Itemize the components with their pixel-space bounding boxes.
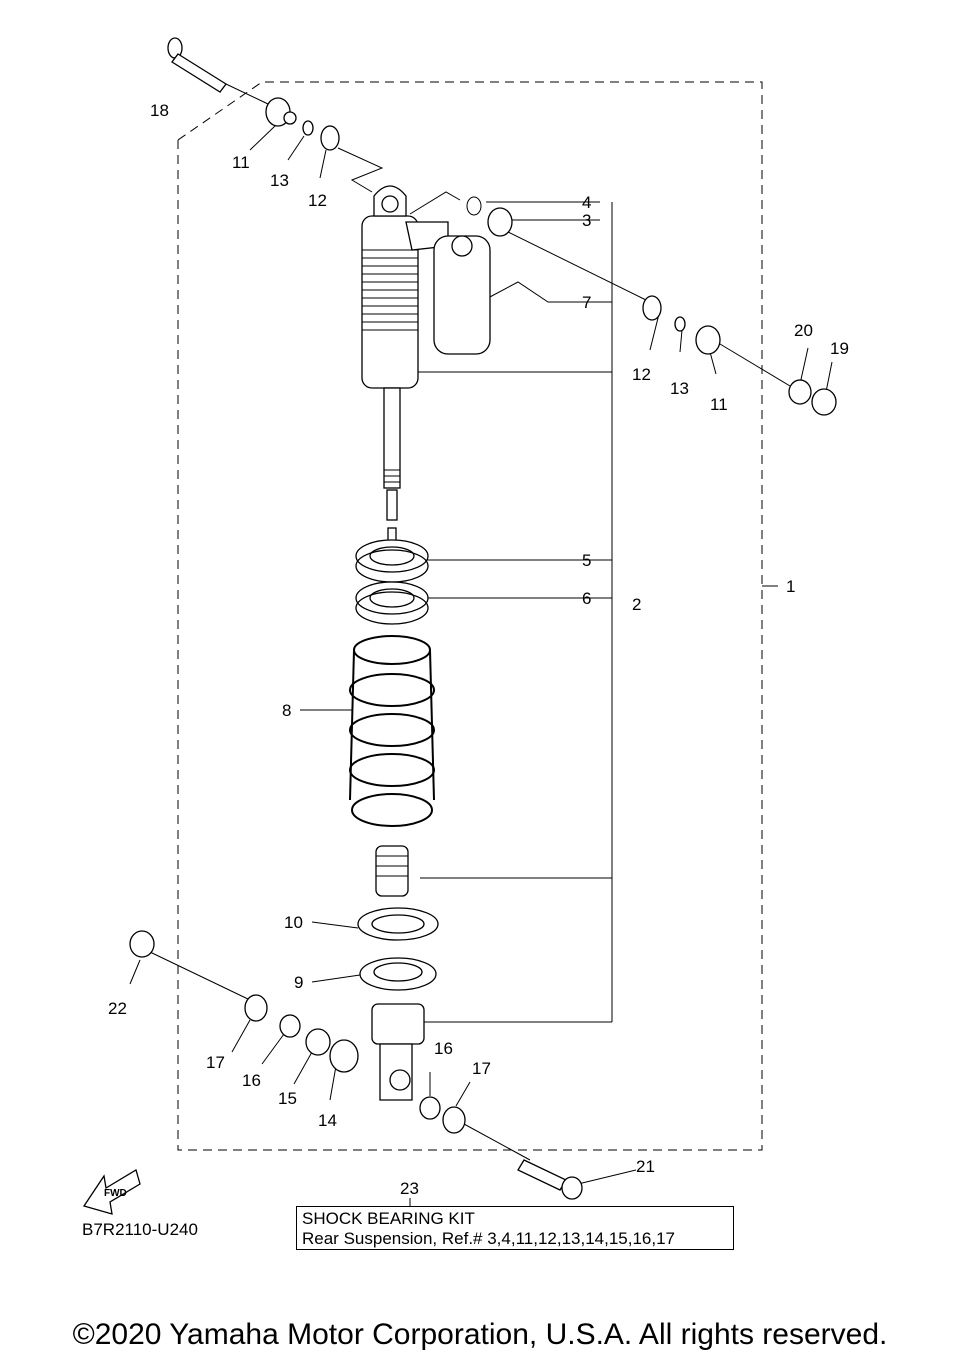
shock-spring-8 [349,635,435,827]
oring-13-left [302,120,314,136]
washer-17-right [442,1106,466,1134]
collar-11-left [265,97,297,127]
callout-20: 20 [794,321,813,340]
assembly-boundary [177,81,763,1151]
spring-adjuster-nut-5 [355,539,429,583]
bearing-14 [329,1039,359,1073]
callout-12-right: 12 [632,365,651,384]
callout-5: 5 [582,551,591,570]
callout-17-left: 17 [206,1053,225,1072]
spacer-15 [305,1028,331,1056]
kit-title: SHOCK BEARING KIT [302,1209,475,1228]
collar-16-left [279,1014,301,1038]
callout-1: 1 [786,577,795,596]
callout-4: 4 [582,193,591,212]
callout-2: 2 [632,595,641,614]
spring-guide-10 [357,907,439,941]
callout-12-left: 12 [308,191,327,210]
spring-guide-9 [359,957,437,991]
shock-bearing-kit-box: SHOCK BEARING KIT Rear Suspension, Ref.#… [296,1206,734,1250]
callout-14: 14 [318,1111,337,1130]
washer-20 [788,379,812,405]
oring-13-right [674,316,686,332]
callout-13-left: 13 [270,171,289,190]
callout-19: 19 [830,339,849,358]
bump-stopper [375,845,409,897]
callout-22: 22 [108,999,127,1018]
callout-3: 3 [582,211,591,230]
callout-17-right: 17 [472,1059,491,1078]
callout-6: 6 [582,589,591,608]
upper-bolt-18 [167,37,227,93]
fwd-label: FWD [104,1188,127,1199]
circlip-4 [466,196,482,216]
leader-lines [129,83,833,1185]
spring-lock-nut-6 [355,581,429,625]
nut-19 [811,388,837,416]
callout-23: 23 [400,1179,419,1198]
callout-15: 15 [278,1089,297,1108]
diagram-code: B7R2110-U240 [82,1220,198,1239]
seal-12-right [642,295,662,321]
bearing-3 [487,207,513,237]
kit-description: Rear Suspension, Ref.# 3,4,11,12,13,14,1… [302,1229,676,1248]
callout-labels: 1 2 3 4 5 6 7 8 9 10 11 11 12 12 13 13 1… [108,101,849,1198]
callout-7: 7 [582,293,591,312]
callout-16-right: 16 [434,1039,453,1058]
callout-8: 8 [282,701,291,720]
callout-9: 9 [294,973,303,992]
callout-18: 18 [150,101,169,120]
callout-21: 21 [636,1157,655,1176]
seal-12-left [320,125,340,151]
callout-11-right: 11 [710,395,728,414]
shock-absorber-body [361,185,491,551]
nut-22 [129,930,155,958]
lower-mount [371,1003,425,1101]
lower-bolt-21 [517,1159,583,1200]
fwd-arrow-icon: FWD [82,1169,141,1215]
washer-17-left [244,994,268,1022]
collar-11-right [695,325,721,355]
copyright-notice: ©2020 Yamaha Motor Corporation, U.S.A. A… [72,1318,888,1351]
callout-13-right: 13 [670,379,689,398]
collar-16-right [419,1096,441,1120]
callout-11-left: 11 [232,153,250,172]
callout-10: 10 [284,913,303,932]
callout-16-left: 16 [242,1071,261,1090]
